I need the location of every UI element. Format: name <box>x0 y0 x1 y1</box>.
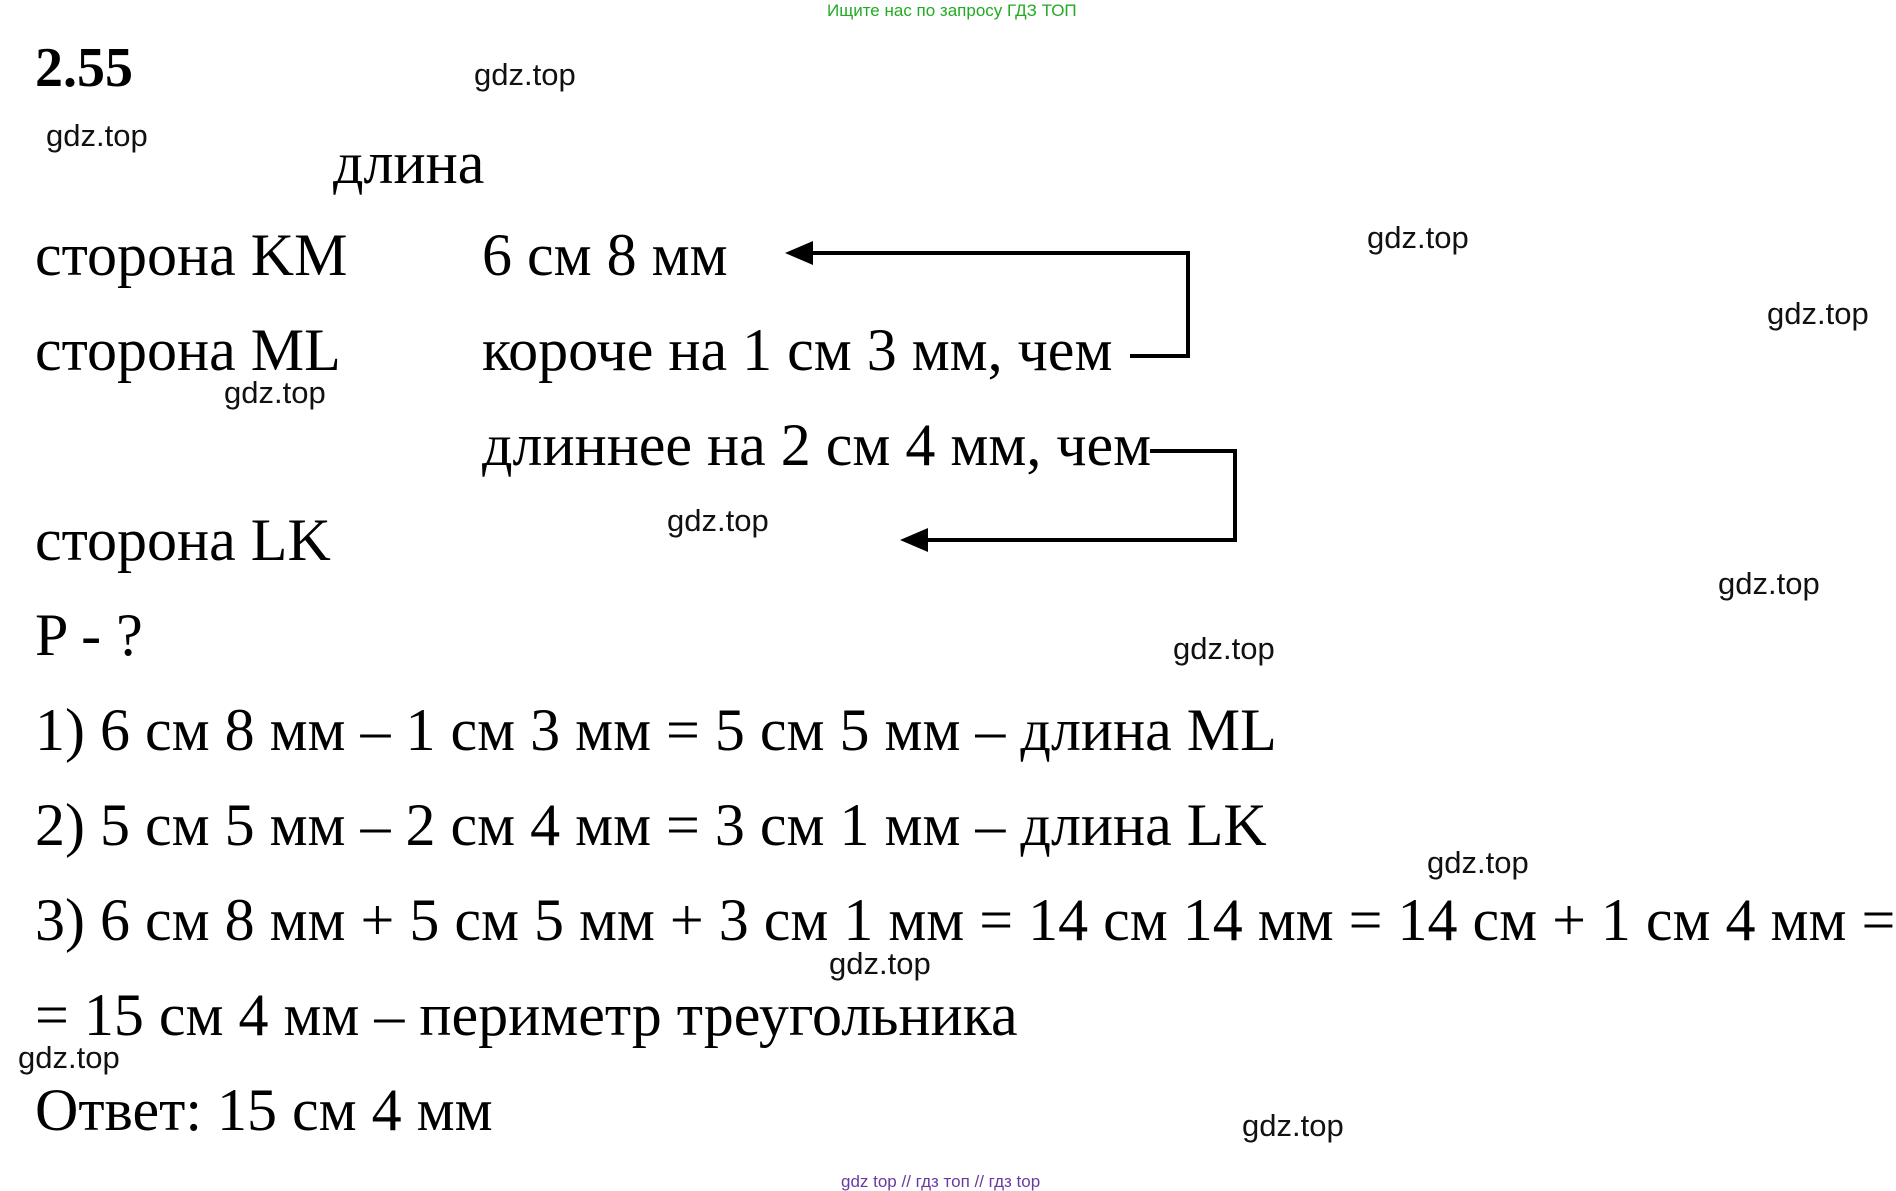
watermark-text: gdz.top <box>1367 220 1469 255</box>
watermark-text: gdz.top <box>1427 845 1529 880</box>
watermark-text: gdz.top <box>1767 296 1869 331</box>
watermark-text: gdz.top <box>1718 566 1820 601</box>
side-lk-relation: длиннее на 2 см 4 мм, чем <box>482 412 1152 478</box>
watermark-text: gdz.top <box>474 57 576 92</box>
arrow-ml-lk <box>900 449 1237 552</box>
side-km-value: 6 см 8 мм <box>482 222 728 288</box>
watermark-text: gdz.top <box>1242 1108 1344 1143</box>
side-ml-value: короче на 1 см 3 мм, чем <box>482 317 1113 383</box>
task-number: 2.55 <box>35 37 133 99</box>
column-header-length: длина <box>333 130 485 196</box>
watermark-text: gdz.top <box>46 118 148 153</box>
side-km-label: сторона KM <box>35 222 348 288</box>
watermark-text: gdz.top <box>18 1040 120 1075</box>
side-lk-label: сторона LK <box>35 507 331 573</box>
arrow-km-ml <box>785 241 1190 358</box>
side-ml-label: сторона ML <box>35 317 341 383</box>
solution-step-1: 1) 6 см 8 мм – 1 см 3 мм = 5 см 5 мм – д… <box>35 697 1277 763</box>
solution-step-3-line-2: = 15 см 4 мм – периметр треугольника <box>35 982 1018 1048</box>
watermark-text: gdz.top <box>829 946 931 981</box>
solution-step-2: 2) 5 см 5 мм – 2 см 4 мм = 3 см 1 мм – д… <box>35 792 1267 858</box>
watermark-text: gdz.top <box>1173 631 1275 666</box>
search-banner[interactable]: Ищите нас по запросу ГДЗ ТОП <box>827 1 1077 20</box>
footer-links[interactable]: gdz top // гдз топ // гдз top <box>841 1172 1041 1191</box>
watermark-text: gdz.top <box>224 375 326 410</box>
solution-step-3-line-1: 3) 6 см 8 мм + 5 см 5 мм + 3 см 1 мм = 1… <box>35 887 1896 953</box>
answer: Ответ: 15 см 4 мм <box>35 1077 493 1143</box>
question-perimeter: P - ? <box>35 602 143 668</box>
watermark-text: gdz.top <box>667 503 769 538</box>
